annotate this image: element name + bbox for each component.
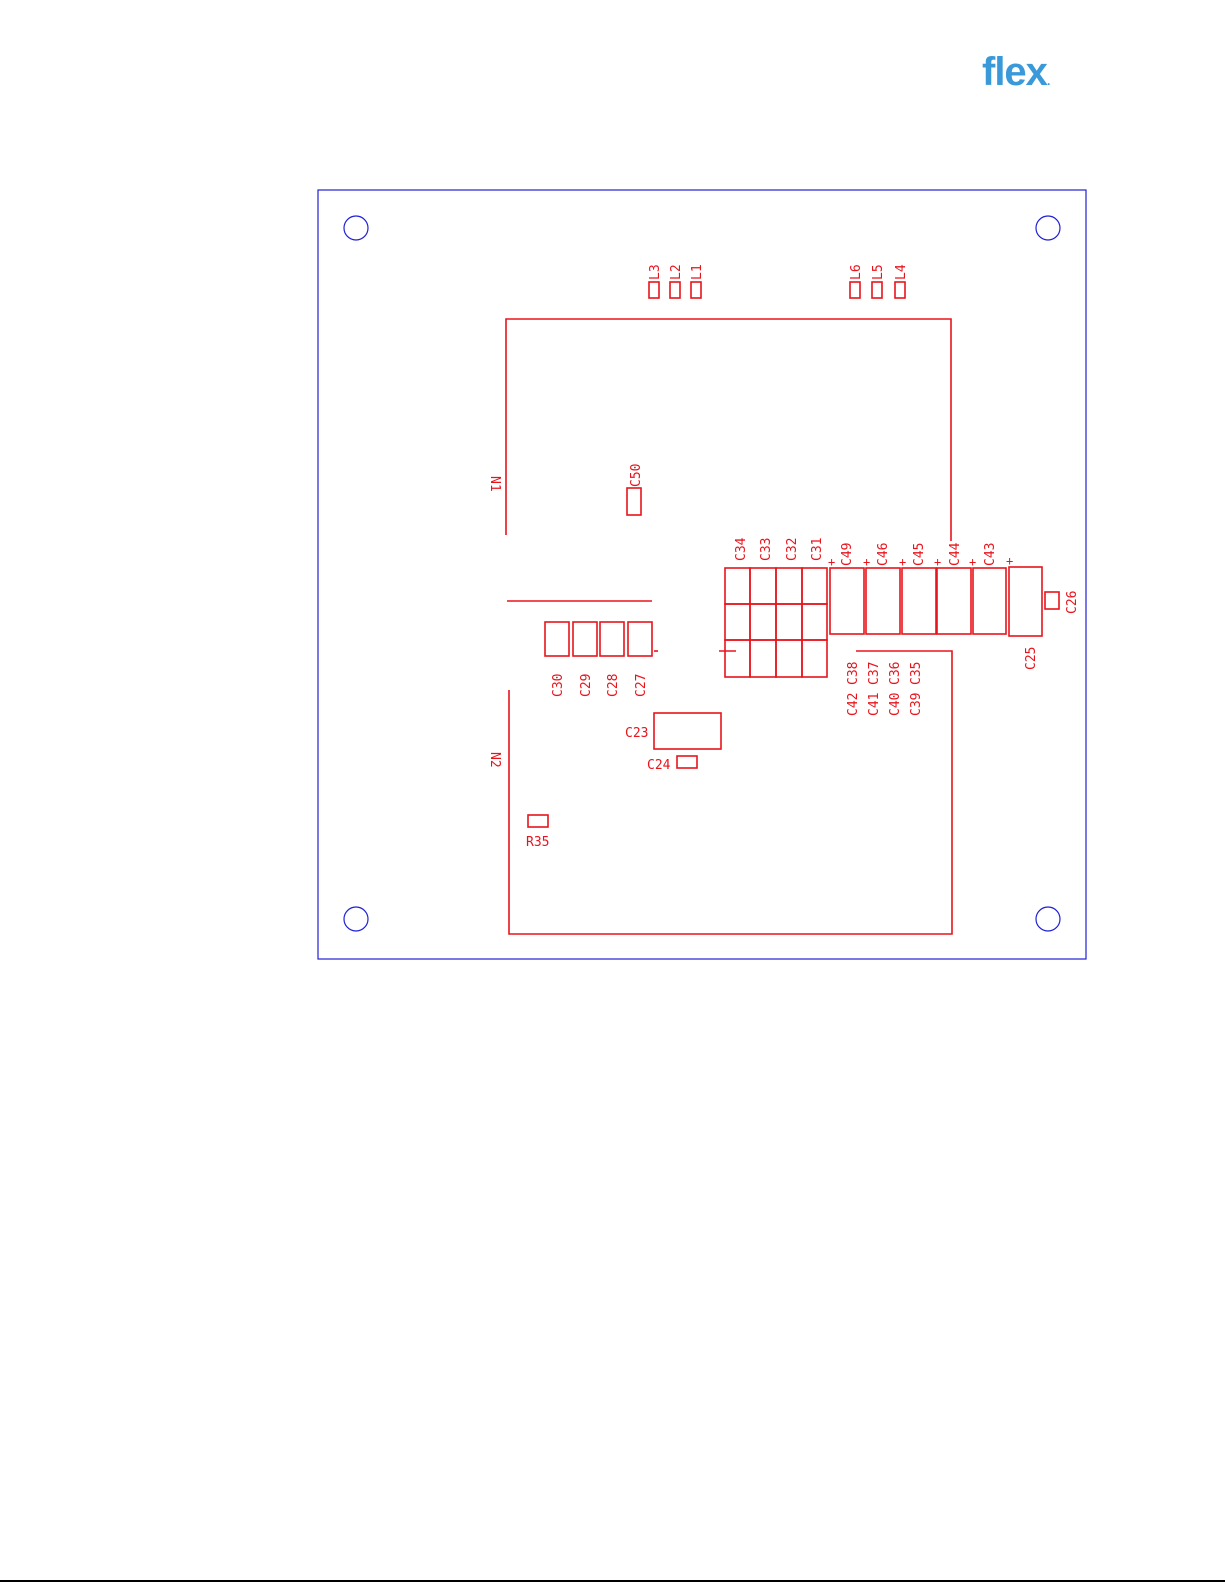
label-l2: L2 — [669, 264, 684, 280]
capacitor-c26 — [1045, 592, 1059, 609]
label-c45: C45 — [912, 543, 927, 566]
label-c32: C32 — [785, 538, 800, 561]
label-c46: C46 — [876, 543, 891, 566]
capacitor-c33 — [750, 568, 776, 604]
plus-mark-c25: + — [1006, 554, 1013, 568]
capacitor-c39-top — [802, 604, 827, 640]
capacitor-c34 — [725, 568, 750, 604]
label-c34: C34 — [734, 537, 749, 561]
capacitor-grid — [719, 568, 827, 677]
label-c35: C35 — [909, 662, 924, 685]
label-c43: C43 — [983, 543, 998, 566]
label-c31: C31 — [810, 538, 825, 561]
plus-mark-c44: + — [934, 555, 941, 569]
label-n1: N1 — [487, 476, 502, 492]
label-l3: L3 — [648, 264, 663, 280]
inductor-l2 — [670, 282, 680, 298]
module-n1-outline — [506, 319, 951, 541]
capacitor-c31 — [802, 568, 827, 604]
label-n2: N2 — [487, 752, 502, 768]
capacitor-c36-bottom — [776, 640, 802, 677]
plus-mark-c49: + — [828, 555, 835, 569]
capacitor-c38-bottom — [725, 640, 750, 677]
label-c28: C28 — [606, 674, 621, 697]
label-c42: C42 — [846, 693, 861, 716]
reference-labels: L3 L2 L1 L6 L5 L4 N1 N2 C50 C30 C29 C28 … — [487, 264, 1080, 850]
inductor-l1 — [691, 282, 701, 298]
label-l4: L4 — [894, 264, 909, 280]
label-c49: C49 — [840, 543, 855, 566]
label-c50: C50 — [629, 464, 644, 487]
capacitor-c29 — [573, 622, 597, 656]
capacitor-c30 — [545, 622, 569, 656]
silkscreen-outlines — [506, 282, 1059, 934]
label-c30: C30 — [551, 674, 566, 697]
label-c36: C36 — [888, 662, 903, 685]
capacitor-c41-top — [750, 604, 776, 640]
label-c24: C24 — [647, 758, 671, 773]
capacitor-c23 — [654, 713, 721, 749]
capacitor-c28 — [600, 622, 624, 656]
label-c27: C27 — [634, 674, 649, 697]
label-c33: C33 — [759, 538, 774, 561]
inductor-l6 — [850, 282, 860, 298]
label-c37: C37 — [867, 662, 882, 685]
label-r35: R35 — [526, 835, 549, 850]
label-l5: L5 — [871, 264, 886, 280]
capacitor-c40-top — [776, 604, 802, 640]
capacitor-c45 — [902, 568, 936, 634]
capacitor-c27 — [628, 622, 652, 656]
capacitor-c24 — [677, 756, 697, 768]
label-l6: L6 — [849, 264, 864, 280]
inductor-l4 — [895, 282, 905, 298]
capacitor-c35-bottom — [802, 640, 827, 677]
label-c25: C25 — [1024, 647, 1039, 670]
capacitor-c46 — [866, 568, 900, 634]
plus-mark-c46: + — [863, 555, 870, 569]
capacitor-c25 — [1009, 567, 1042, 636]
mounting-hole-bottom-left — [344, 907, 368, 931]
label-c38: C38 — [846, 662, 861, 685]
label-l1: L1 — [690, 264, 705, 280]
label-c23: C23 — [625, 726, 648, 741]
label-c39: C39 — [909, 693, 924, 716]
label-c41: C41 — [867, 693, 882, 716]
mounting-hole-bottom-right — [1036, 907, 1060, 931]
capacitor-c37-bottom — [750, 640, 776, 677]
inductor-l5 — [872, 282, 882, 298]
capacitor-c32 — [776, 568, 802, 604]
mounting-hole-top-left — [344, 216, 368, 240]
capacitor-c49 — [830, 568, 864, 634]
capacitor-c43 — [973, 568, 1006, 634]
label-c26: C26 — [1065, 591, 1080, 614]
resistor-r35 — [528, 815, 548, 827]
capacitor-c44 — [937, 568, 971, 634]
capacitor-c50 — [627, 488, 641, 515]
plus-mark-c43: + — [969, 555, 976, 569]
label-c40: C40 — [888, 693, 903, 716]
mounting-hole-top-right — [1036, 216, 1060, 240]
label-c29: C29 — [579, 674, 594, 697]
page-bottom-rule — [0, 1580, 1225, 1582]
inductor-l3 — [649, 282, 659, 298]
module-n2-outline — [509, 651, 952, 934]
capacitor-c42-top — [725, 604, 750, 640]
label-c44: C44 — [948, 542, 963, 566]
plus-mark-c45: + — [899, 555, 906, 569]
